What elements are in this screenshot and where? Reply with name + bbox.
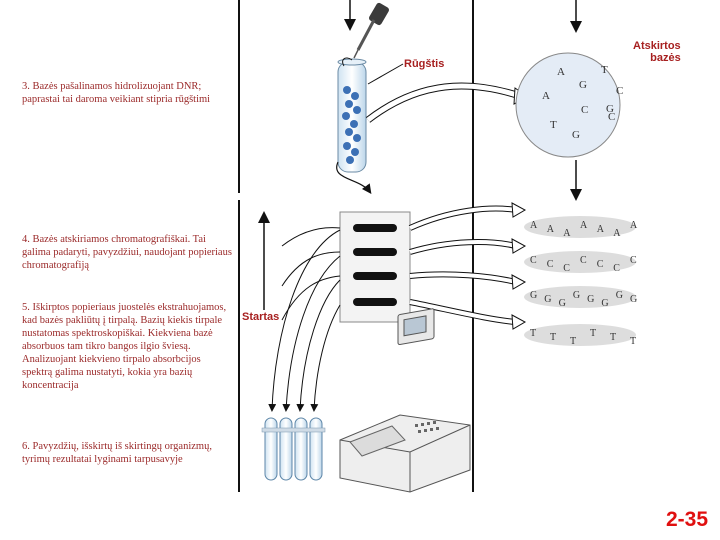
row-base-a: A xyxy=(630,220,638,231)
circle-base-g: G xyxy=(579,79,587,91)
circle-base-t: T xyxy=(550,119,557,131)
paper-to-tubes-arrows xyxy=(268,229,341,412)
start-label: Startas xyxy=(242,311,280,323)
row-base-a: A xyxy=(563,228,571,239)
row-base-t: T xyxy=(530,328,536,339)
row-base-c: C xyxy=(613,263,620,274)
spot-band-c xyxy=(353,248,397,256)
step-3-text: 3. Bazės pašalinamos hidrolizuojant DNR;… xyxy=(22,81,211,105)
spot-band-g xyxy=(353,272,397,280)
row-base-g: G xyxy=(630,294,637,305)
circle-base-c: C xyxy=(581,104,588,116)
test-tube-dna-icon xyxy=(337,58,367,173)
pipette-icon xyxy=(353,2,389,59)
spot-band-t xyxy=(353,298,397,306)
sample-test-tubes-icon xyxy=(261,417,326,481)
hollow-arrows-to-rows xyxy=(408,202,527,330)
row-base-a: A xyxy=(547,224,555,235)
step-6-text: 6. Pavyzdžių, išskirtų iš skirtingų orga… xyxy=(22,441,212,465)
row-base-a: A xyxy=(597,224,605,235)
acid-label: Rūgštis xyxy=(404,58,445,70)
circle-base-g: G xyxy=(572,129,580,141)
circle-base-g: G xyxy=(606,103,614,115)
chromatography-paper xyxy=(339,211,411,323)
separated-bases-label: Atskirtos bazės xyxy=(633,40,681,64)
row-base-c: C xyxy=(563,263,570,274)
separated-bases-circle xyxy=(515,52,621,158)
row-base-g: G xyxy=(544,294,551,305)
row-base-t: T xyxy=(630,336,636,347)
spot-band-a xyxy=(353,224,397,232)
row-base-g: G xyxy=(573,290,580,301)
spectrophotometer-icon xyxy=(339,308,471,493)
hollow-arrows-to-paper xyxy=(281,227,341,321)
row-base-a: A xyxy=(613,228,621,239)
row-base-g: G xyxy=(559,298,566,309)
slide-number: 2-35 xyxy=(665,508,708,531)
row-base-t: T xyxy=(550,332,556,343)
row-base-c: C xyxy=(580,255,587,266)
row-base-c: C xyxy=(597,259,604,270)
row-base-g: G xyxy=(601,298,608,309)
circle-base-a: A xyxy=(557,66,565,78)
row-base-c: C xyxy=(547,259,554,270)
row-base-t: T xyxy=(610,332,616,343)
row-base-g: G xyxy=(530,290,537,301)
base-row-bands xyxy=(524,216,636,346)
circle-base-t: T xyxy=(601,64,608,76)
circle-base-c: C xyxy=(608,111,615,123)
row-base-g: G xyxy=(587,294,594,305)
row-base-a: A xyxy=(530,220,538,231)
circle-base-c: C xyxy=(616,85,623,97)
step-4-text: 4. Bazės atskiriamos chromatografiškai. … xyxy=(22,234,232,271)
row-base-t: T xyxy=(590,328,596,339)
row-base-c: C xyxy=(630,255,637,266)
row-base-c: C xyxy=(530,255,537,266)
circle-base-a: A xyxy=(542,90,550,102)
row-base-a: A xyxy=(580,220,588,231)
row-base-t: T xyxy=(570,336,576,347)
step-5-text: 5. Iškirptos popieriaus juostelės ekstra… xyxy=(22,302,227,391)
row-base-g: G xyxy=(616,290,623,301)
